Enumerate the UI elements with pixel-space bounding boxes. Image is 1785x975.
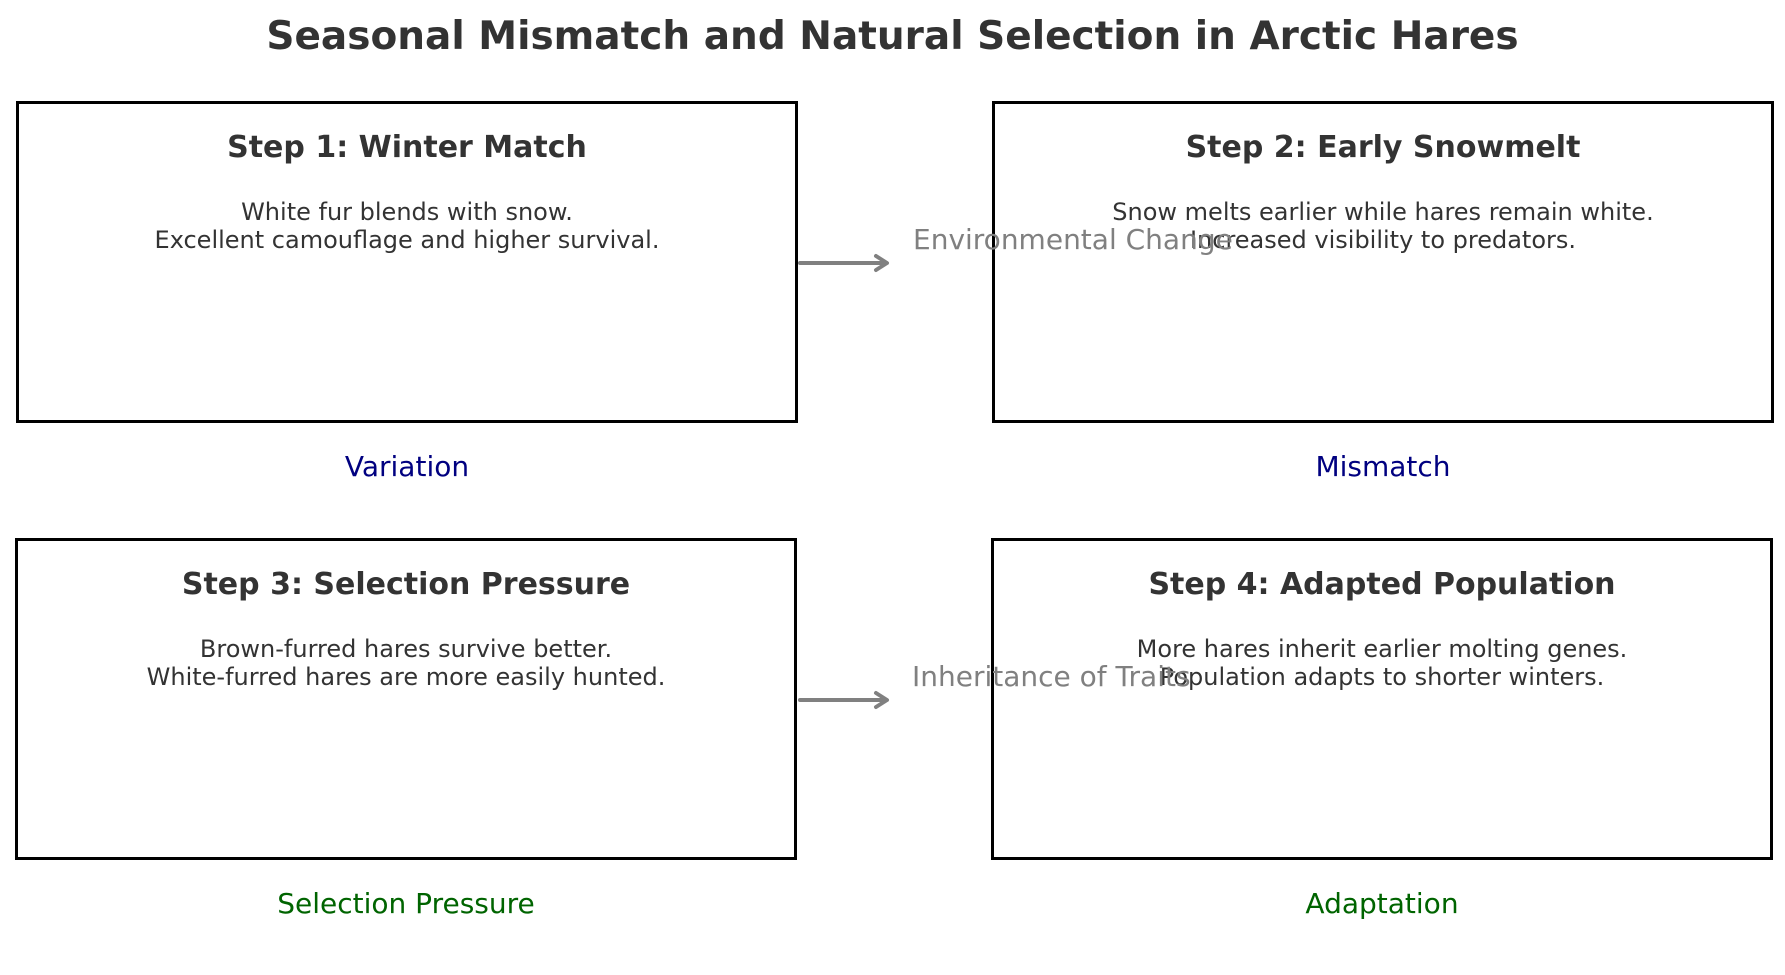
- step-1-caption: Variation: [344, 450, 470, 483]
- step-1-description-line-2: Excellent camouflage and higher survival…: [154, 226, 660, 254]
- step-2-description-line-2: Increased visibility to predators.: [1189, 226, 1577, 254]
- right-arrow-icon: [798, 691, 889, 709]
- step-4-title: Step 4: Adapted Population: [1148, 567, 1616, 602]
- step-2-caption: Mismatch: [1315, 450, 1451, 483]
- right-arrow-icon: [798, 254, 889, 272]
- step-4-description-line-2: Population adapts to shorter winters.: [1159, 663, 1605, 691]
- step-3-box: Step 3: Selection Pressure Brown-furred …: [15, 538, 797, 860]
- step-3-description: Brown-furred hares survive better. White…: [18, 635, 794, 691]
- step-4-description-line-1: More hares inherit earlier molting genes…: [1136, 635, 1628, 663]
- step-2-title: Step 2: Early Snowmelt: [1185, 130, 1581, 165]
- inheritance-of-traits-label: Inheritance of Traits: [912, 660, 1191, 693]
- step-1-description-line-1: White fur blends with snow.: [241, 198, 573, 226]
- step-2-box: Step 2: Early Snowmelt Snow melts earlie…: [992, 101, 1774, 423]
- step-4-caption: Adaptation: [1305, 887, 1459, 920]
- diagram-title: Seasonal Mismatch and Natural Selection …: [266, 14, 1519, 59]
- step-4-box: Step 4: Adapted Population More hares in…: [991, 538, 1773, 860]
- step-3-title: Step 3: Selection Pressure: [181, 567, 631, 602]
- step-2-description: Snow melts earlier while hares remain wh…: [995, 198, 1771, 254]
- step-3-caption: Selection Pressure: [277, 887, 535, 920]
- step-1-title: Step 1: Winter Match: [227, 130, 587, 165]
- step-4-description: More hares inherit earlier molting genes…: [994, 635, 1770, 691]
- step-1-description: White fur blends with snow. Excellent ca…: [19, 198, 795, 254]
- step-3-description-line-2: White-furred hares are more easily hunte…: [146, 663, 666, 691]
- step-3-description-line-1: Brown-furred hares survive better.: [199, 635, 613, 663]
- step-1-box: Step 1: Winter Match White fur blends wi…: [16, 101, 798, 423]
- environmental-change-label: Environmental Change: [913, 223, 1233, 256]
- step-2-description-line-1: Snow melts earlier while hares remain wh…: [1112, 198, 1654, 226]
